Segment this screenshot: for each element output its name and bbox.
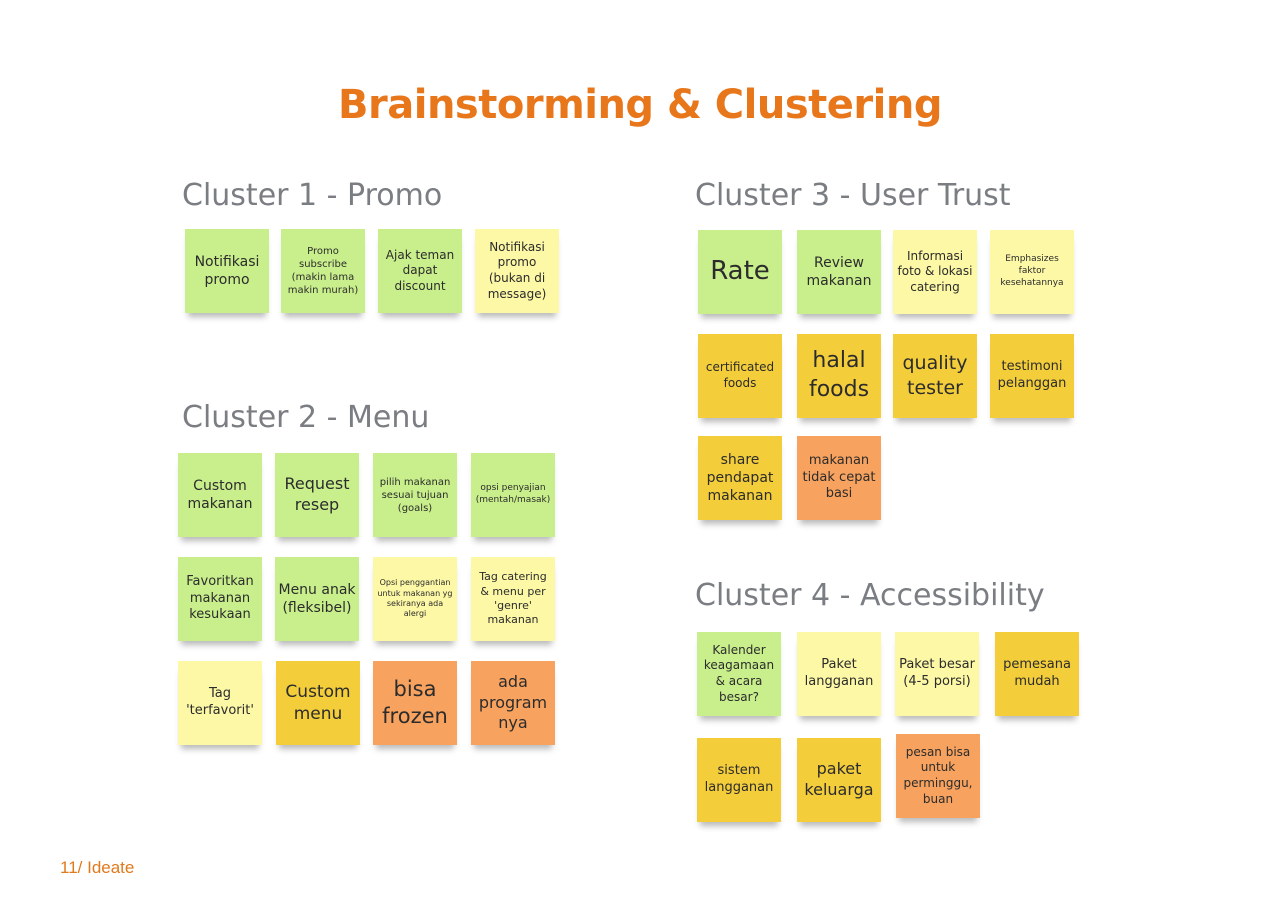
- sticky-note-text: Notifikasi promo: [194, 253, 260, 288]
- sticky-note-text: certificated foods: [705, 360, 775, 390]
- sticky-note-text: opsi penyajian (mentah/masak): [475, 483, 551, 505]
- sticky-note-text: Paket besar (4-5 porsi): [899, 657, 975, 689]
- sticky-note: Kalender keagamaan & acara besar?: [697, 632, 781, 716]
- sticky-note: Paket langganan: [797, 632, 881, 716]
- sticky-note: sistem langganan: [697, 738, 781, 822]
- sticky-note-text: pemesana mudah: [1003, 657, 1071, 689]
- sticky-note: Tag 'terfavorit': [178, 661, 262, 745]
- sticky-note: testimoni pelanggan: [990, 334, 1074, 418]
- sticky-note-text: Paket langganan: [804, 657, 874, 689]
- sticky-note-text: paket keluarga: [804, 759, 874, 799]
- sticky-note: share pendapat makanan: [698, 436, 782, 520]
- sticky-note-text: Review makanan: [806, 254, 872, 289]
- sticky-note: bisa frozen: [373, 661, 457, 745]
- sticky-note-text: Request resep: [284, 474, 350, 514]
- sticky-note-text: Favoritkan makanan kesukaan: [186, 573, 254, 623]
- sticky-note-text: bisa frozen: [382, 676, 448, 728]
- sticky-note-text: pilih makanan sesuai tujuan (goals): [379, 476, 451, 514]
- sticky-note-text: Notifikasi promo (bukan di message): [487, 239, 547, 301]
- sticky-note: makanan tidak cepat basi: [797, 436, 881, 520]
- sticky-note: Favoritkan makanan kesukaan: [178, 557, 262, 641]
- sticky-note: Custom menu: [276, 661, 360, 745]
- sticky-note: opsi penyajian (mentah/masak): [471, 453, 555, 537]
- sticky-note: Review makanan: [797, 230, 881, 314]
- sticky-note: pilih makanan sesuai tujuan (goals): [373, 453, 457, 537]
- sticky-note-text: Rate: [710, 256, 770, 287]
- sticky-note-text: share pendapat makanan: [706, 451, 774, 505]
- cluster-2-heading: Cluster 2 - Menu: [182, 400, 430, 435]
- sticky-note: certificated foods: [698, 334, 782, 418]
- sticky-note-text: quality tester: [902, 352, 968, 399]
- sticky-note: Custom makanan: [178, 453, 262, 537]
- sticky-note: Menu anak (fleksibel): [275, 557, 359, 641]
- sticky-note-text: Tag catering & menu per 'genre' makanan: [479, 570, 547, 627]
- sticky-note-text: ada program nya: [478, 671, 548, 733]
- sticky-note: Notifikasi promo: [185, 229, 269, 313]
- page-footer: 11/ Ideate: [60, 858, 135, 877]
- sticky-note-text: Ajak teman dapat discount: [385, 247, 455, 293]
- sticky-note-text: Menu anak (fleksibel): [278, 581, 356, 616]
- sticky-note-text: makanan tidak cepat basi: [802, 452, 876, 502]
- sticky-note: Request resep: [275, 453, 359, 537]
- sticky-note: Promo subscribe (makin lama makin murah): [281, 229, 365, 313]
- sticky-note-text: pesan bisa untuk perminggu, buan: [903, 744, 973, 806]
- sticky-note-text: sistem langganan: [704, 763, 774, 795]
- sticky-note: pemesana mudah: [995, 632, 1079, 716]
- sticky-note-text: Kalender keagamaan & acara besar?: [703, 642, 775, 704]
- sticky-note: Tag catering & menu per 'genre' makanan: [471, 557, 555, 641]
- sticky-note: Rate: [698, 230, 782, 314]
- sticky-note: Emphasizes faktor kesehatannya: [990, 230, 1074, 314]
- sticky-note-text: Emphasizes faktor kesehatannya: [1000, 254, 1064, 288]
- sticky-note: Notifikasi promo (bukan di message): [475, 229, 559, 313]
- sticky-note: Opsi penggantian untuk makanan yg sekira…: [373, 557, 457, 641]
- sticky-note: pesan bisa untuk perminggu, buan: [896, 734, 980, 818]
- cluster-4-heading: Cluster 4 - Accessibility: [695, 578, 1045, 613]
- sticky-note: halal foods: [797, 334, 881, 418]
- sticky-note: Informasi foto & lokasi catering: [893, 230, 977, 314]
- cluster-1-heading: Cluster 1 - Promo: [182, 178, 443, 213]
- sticky-note-text: Promo subscribe (makin lama makin murah): [287, 246, 359, 296]
- sticky-note-text: Custom menu: [285, 681, 351, 724]
- sticky-note: paket keluarga: [797, 738, 881, 822]
- cluster-3-heading: Cluster 3 - User Trust: [695, 178, 1011, 213]
- sticky-note: ada program nya: [471, 661, 555, 745]
- page-title: Brainstorming & Clustering: [338, 82, 942, 128]
- sticky-note: Ajak teman dapat discount: [378, 229, 462, 313]
- sticky-note-text: testimoni pelanggan: [997, 359, 1067, 391]
- sticky-note: Paket besar (4-5 porsi): [895, 632, 979, 716]
- sticky-note-text: Informasi foto & lokasi catering: [897, 248, 973, 294]
- sticky-note: quality tester: [893, 334, 977, 418]
- sticky-note-text: halal foods: [808, 348, 870, 402]
- sticky-note-text: Opsi penggantian untuk makanan yg sekira…: [377, 578, 453, 619]
- sticky-note-text: Custom makanan: [187, 477, 253, 512]
- sticky-note-text: Tag 'terfavorit': [186, 686, 254, 718]
